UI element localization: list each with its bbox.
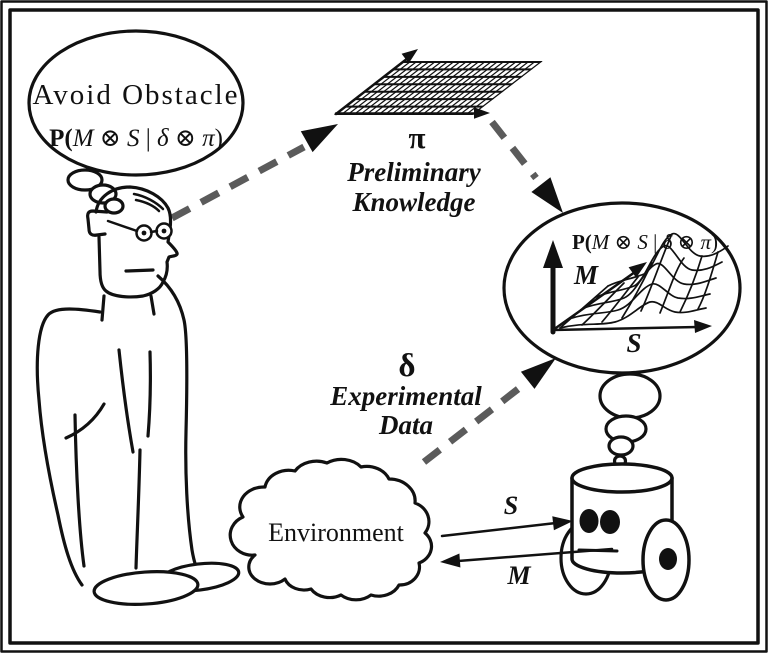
plot-m-axis-arrow [551,262,647,332]
sensor-arrow: S [440,491,573,538]
human-thought-title: Avoid Obstacle [32,79,239,111]
scientist-arm-lines [117,348,152,454]
scientist-ear [86,209,109,237]
scientist-front-outline [156,274,203,579]
scientist-head-outline [94,185,179,299]
plot-p-axis-arrow [543,240,563,335]
mesh-y-arrowhead [401,49,418,64]
plot-formula: P(M ⊗ S | δ ⊗ π) [572,230,718,254]
robot-figure [559,462,691,602]
glasses-icon [106,219,173,242]
scientist-back-outline [35,307,102,587]
robot-left-eye [579,509,599,533]
scientist-hair-lines [132,192,165,213]
data-label: Data [378,410,433,440]
knowledge-label: Knowledge [351,187,475,217]
probability-surface-plot: M S [543,232,729,358]
robot-top [570,462,674,494]
scientist-front-foot [92,570,200,606]
robot-thought-trail [598,372,662,468]
human-thought-bubble: Avoid Obstacle P(M ⊗ S | δ ⊗ π) [27,29,245,215]
robot-thought-bubble: P(M ⊗ S | δ ⊗ π) [502,201,742,468]
robot-wheel-hub [659,548,677,570]
plot-s-axis-arrow [551,320,712,333]
delta-symbol-label: δ [398,348,415,384]
mesh-x-arrowhead [474,107,490,119]
plot-s-label: S [626,328,641,358]
preliminary-knowledge-mesh [334,49,543,119]
scientist-figure [35,185,241,606]
scientist-hand-line [64,402,106,440]
scientist-neck [100,294,156,322]
pi-symbol-label: π [409,120,426,155]
environment-cloud: Environment [228,457,434,602]
motor-label: M [506,561,531,590]
sensor-label: S [504,491,518,520]
human-thought-formula: P(M ⊗ S | δ ⊗ π) [49,125,223,152]
delta-transfer-arrow [421,358,556,465]
mesh-axes [334,49,490,119]
scientist-leg-lines [73,413,142,570]
scientist-mouth [124,268,155,273]
environment-label: Environment [268,518,405,547]
figure-border-inner [8,8,760,645]
pi-to-plot-arrow [489,119,563,213]
preliminary-label: Preliminary [346,157,482,187]
robot-right-eye [600,510,620,534]
experimental-label: Experimental [329,381,482,411]
pi-transfer-arrow [170,124,338,222]
plot-m-label: M [573,260,599,290]
human-thought-trail [66,168,125,215]
motor-arrow: M [440,547,614,590]
